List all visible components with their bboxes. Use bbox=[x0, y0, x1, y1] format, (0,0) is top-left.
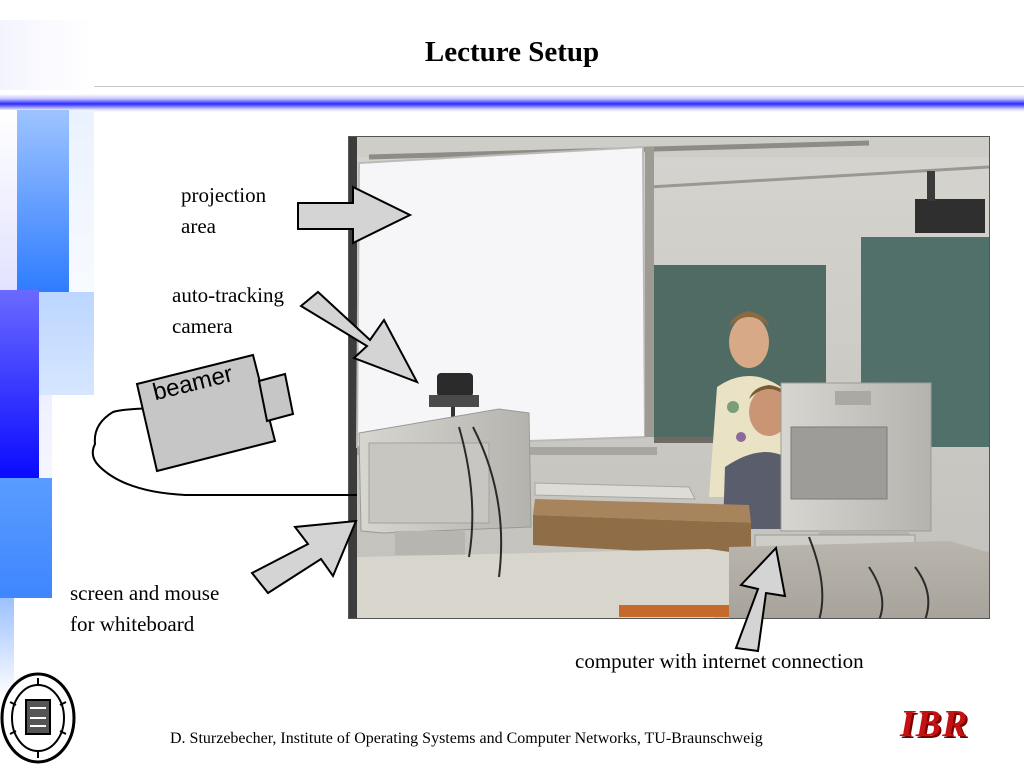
screen-arrow bbox=[250, 519, 358, 595]
beamer-shape bbox=[135, 353, 295, 473]
computer-label: computer with internet connection bbox=[575, 649, 864, 673]
screen-label: screen and mouse for whiteboard bbox=[70, 581, 220, 636]
beamer-diagram bbox=[91, 353, 357, 496]
camera-label: auto-tracking camera bbox=[172, 283, 284, 338]
projection-area-label: projection area bbox=[181, 183, 267, 238]
ibr-logo: IBR bbox=[900, 703, 969, 745]
computer-arrow bbox=[734, 545, 787, 653]
lecture-room-illustration bbox=[349, 137, 989, 618]
camera-arrow bbox=[299, 290, 420, 384]
projection-area-arrow bbox=[297, 185, 413, 245]
university-seal-logo bbox=[0, 672, 76, 764]
page-title: Lecture Setup bbox=[424, 36, 600, 68]
title-divider bbox=[0, 86, 1024, 87]
footer-text: D. Sturzebecher, Institute of Operating … bbox=[170, 730, 763, 747]
header-band bbox=[0, 94, 1024, 112]
lecture-room-photo bbox=[348, 136, 990, 619]
